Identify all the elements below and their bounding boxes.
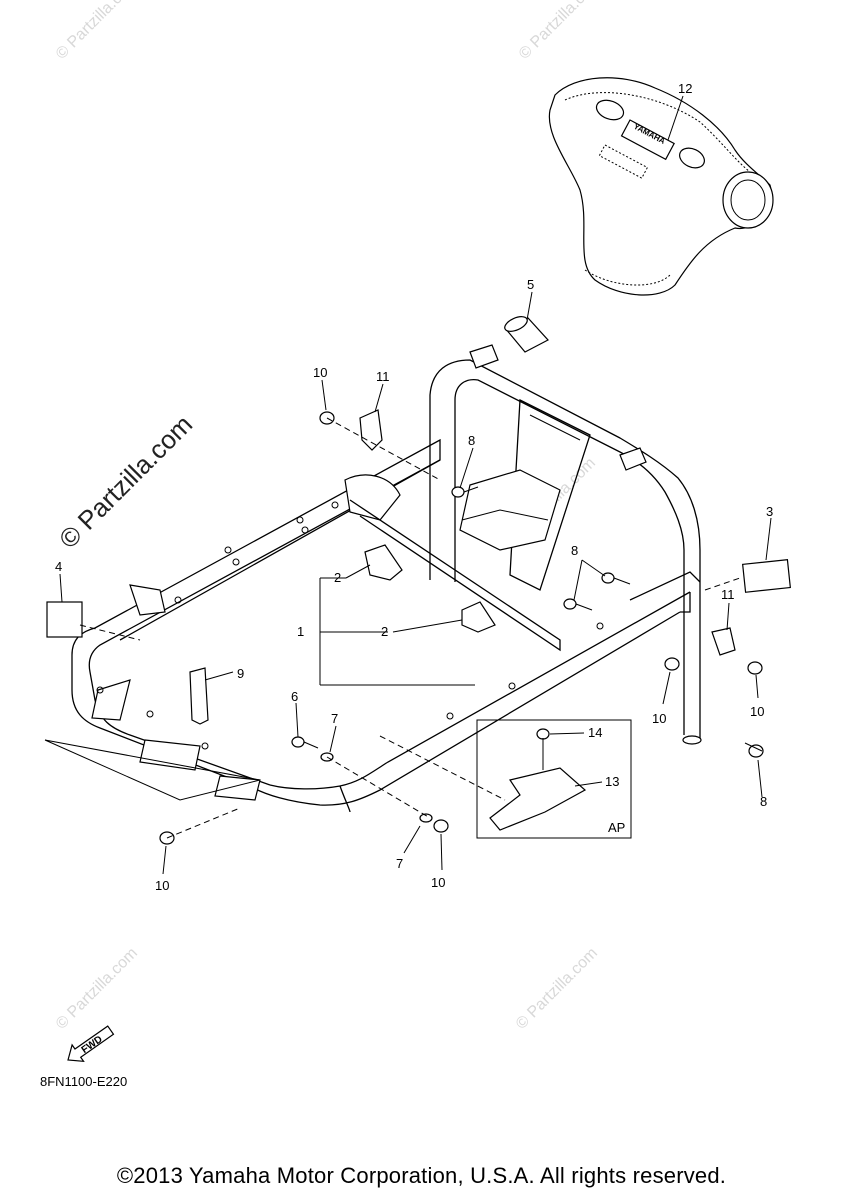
bushing xyxy=(504,316,549,353)
fwd-arrow-icon: FWD xyxy=(67,1025,115,1063)
callout-5: 4 xyxy=(55,559,62,574)
hook-right xyxy=(711,627,736,656)
callout-10-b: 10 xyxy=(652,711,666,726)
callout-7-b: 7 xyxy=(396,856,403,871)
watermark-bottom-right: © Partzilla.com xyxy=(513,945,601,1033)
main-frame xyxy=(44,438,701,813)
callout-14: 14 xyxy=(588,725,602,740)
sticker-5 xyxy=(46,601,83,638)
callout-8-a: 8 xyxy=(468,433,475,448)
callouts: 12 5 3 4 10 11 8 8 11 2 1 2 9 6 7 10 10 … xyxy=(55,81,773,893)
callout-11-a: 11 xyxy=(376,369,390,384)
callout-10-a: 10 xyxy=(313,365,327,380)
callout-3: 3 xyxy=(766,504,773,519)
callout-7-a: 7 xyxy=(331,711,338,726)
callout-8-b: 8 xyxy=(571,543,578,558)
clamps xyxy=(364,544,496,633)
callout-2-b: 2 xyxy=(381,624,388,639)
callout-11-b: 11 xyxy=(721,587,735,602)
callout-4: 5 xyxy=(527,277,534,292)
callout-1: 1 xyxy=(297,624,304,639)
watermark-bottom-left: © Partzilla.com xyxy=(53,945,141,1033)
handlebar-pad: YAMAHA xyxy=(548,77,774,296)
strap xyxy=(189,667,209,725)
callout-2-a: 2 xyxy=(334,570,341,585)
hook-upper xyxy=(359,409,383,451)
callout-10-c: 10 xyxy=(750,704,764,719)
inset-label: AP xyxy=(608,820,625,835)
copyright-notice: ©2013 Yamaha Motor Corporation, U.S.A. A… xyxy=(116,1163,727,1188)
sticker-3 xyxy=(741,559,791,593)
steering-pole xyxy=(429,344,702,745)
callout-6: 6 xyxy=(291,689,298,704)
guide-lines xyxy=(79,417,741,839)
callout-12: 12 xyxy=(678,81,692,96)
callout-10-d: 10 xyxy=(431,875,445,890)
watermark-large: © Partzilla.com xyxy=(53,409,198,554)
ap-inset: AP xyxy=(476,719,632,839)
watermark-top-right: © Partzilla.com xyxy=(516,0,604,63)
fasteners xyxy=(159,411,764,845)
callout-9: 9 xyxy=(237,666,244,681)
leader-lines xyxy=(59,95,772,875)
callout-8-c: 8 xyxy=(760,794,767,809)
callout-10-e: 10 xyxy=(155,878,169,893)
watermark-top-left: © Partzilla.com xyxy=(53,0,141,63)
diagram-code: 8FN1100-E220 xyxy=(40,1074,128,1089)
callout-13: 13 xyxy=(605,774,619,789)
